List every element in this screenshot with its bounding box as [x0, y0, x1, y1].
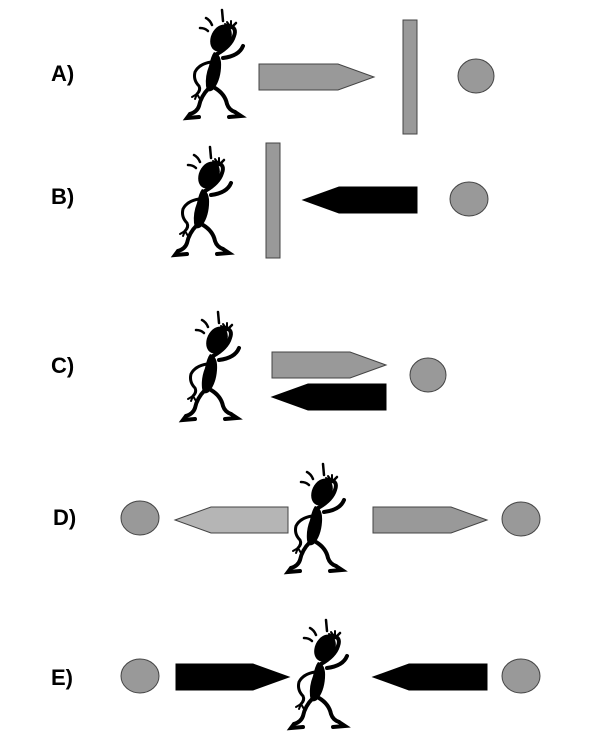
- row-c-figure: [181, 310, 241, 422]
- row-a-ball: [457, 58, 495, 94]
- row-b-ball: [449, 181, 489, 217]
- row-c-arrow-left: [270, 383, 387, 411]
- row-label-a: A): [51, 61, 75, 86]
- row-c-ball: [409, 357, 447, 393]
- row-label-e: E): [51, 665, 73, 690]
- row-d-figure: [286, 462, 346, 574]
- row-a-barrier: [402, 19, 418, 135]
- row-d-arrow-left: [173, 506, 289, 534]
- row-label-b: B): [51, 184, 75, 209]
- row-b-arrow-left: [301, 186, 418, 214]
- row-label-d: D): [53, 505, 77, 530]
- row-d-ball-left: [120, 500, 160, 536]
- row-b-barrier: [265, 142, 281, 259]
- row-d-arrow-right: [372, 506, 489, 534]
- row-a-arrow-right: [258, 63, 376, 91]
- row-label-c: C): [51, 353, 75, 378]
- row-d-ball-right: [501, 501, 541, 537]
- row-e-arrow-right: [175, 663, 291, 691]
- row-e-figure: [289, 618, 349, 730]
- row-e-ball-left: [120, 658, 160, 694]
- row-c-arrow-right: [271, 351, 388, 379]
- row-e-ball-right: [501, 658, 541, 694]
- row-a-figure: [185, 8, 245, 120]
- row-b-figure: [173, 145, 233, 257]
- row-e-arrow-left: [371, 663, 488, 691]
